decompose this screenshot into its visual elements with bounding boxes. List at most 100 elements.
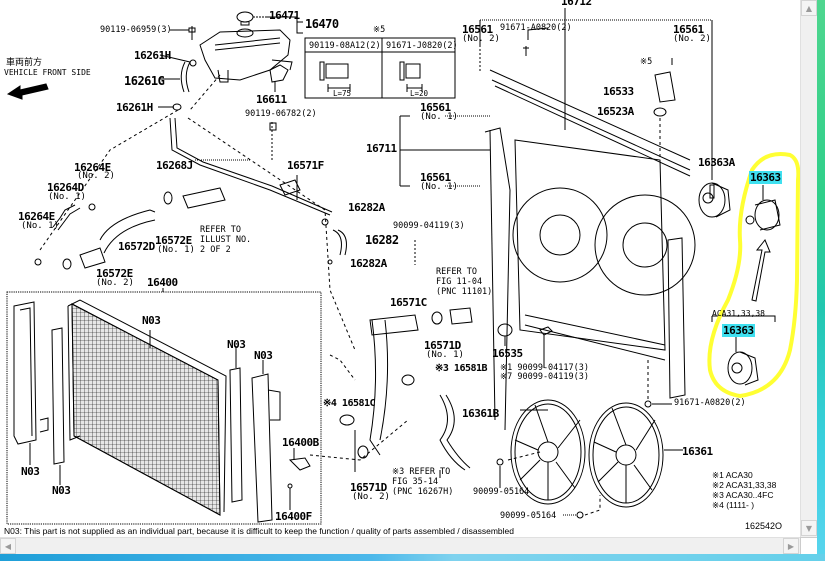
horizontal-scrollbar[interactable]: ◀ ▶ xyxy=(0,537,800,555)
part-16572D[interactable]: 16572D xyxy=(118,240,155,253)
cooling-fan-16361B xyxy=(510,399,586,505)
part-90099-05164-b[interactable]: 90099-05164 xyxy=(500,511,557,521)
part-16470[interactable]: 16470 xyxy=(305,17,339,31)
inset-col1-dim: L=75 xyxy=(333,89,352,98)
legend-item: ※1 ACA30 xyxy=(712,470,753,480)
part-16611[interactable]: 16611 xyxy=(256,93,287,106)
vehicle-front-label: VEHICLE FRONT SIDE xyxy=(4,68,91,77)
part-16264E-no2-sub: (No. 2) xyxy=(77,171,115,181)
part-16561-no1-top[interactable]: 16561 xyxy=(420,101,451,114)
cooling-fan-16361 xyxy=(588,402,664,508)
part-16571D-no1[interactable]: 16571D xyxy=(424,339,461,352)
part-90099-04119-top[interactable]: 90099-04119(3) xyxy=(393,221,465,231)
scroll-up-icon: ▲ xyxy=(805,3,813,13)
part-16363-upper-label: 16363 xyxy=(749,171,782,184)
part-90099-04119-bottom[interactable]: ※7 90099-04119(3) xyxy=(500,372,590,382)
part-16264E-no2[interactable]: 16264E xyxy=(74,161,111,174)
part-16571D-no2[interactable]: 16571D xyxy=(350,481,387,494)
part-16572E-no2-sub: (No. 2) xyxy=(96,278,134,288)
part-16561-no1-top-sub: (No. 1) xyxy=(420,112,458,122)
window-frame-right xyxy=(817,0,825,561)
inset-mark: ※5 xyxy=(373,25,386,35)
part-16523A[interactable]: 16523A xyxy=(597,105,634,118)
variant-legend: ※1 ACA30 ※2 ACA31,33,38 ※3 ACA30..4FC ※4… xyxy=(712,470,776,510)
part-16561-no2-left[interactable]: 16561 xyxy=(462,23,493,36)
refer-to-fig-11-04[interactable]: REFER TO FIG 11-04 (PNC 11101) xyxy=(436,267,493,297)
part-16282[interactable]: 16282 xyxy=(365,233,399,247)
refer-to-illust[interactable]: REFER TO ILLUST NO. 2 OF 2 xyxy=(200,225,252,255)
part-16561-no1-bottom[interactable]: 16561 xyxy=(420,171,451,184)
refer-fig35-line1: ※3 REFER TO xyxy=(392,467,451,477)
part-16571F[interactable]: 16571F xyxy=(287,159,324,172)
part-16363-lower[interactable]: 16363 xyxy=(722,324,755,337)
scroll-left-button[interactable]: ◀ xyxy=(0,538,16,554)
part-n03-seal-right[interactable]: N03 xyxy=(227,338,246,351)
reservoir-tank xyxy=(199,11,293,83)
part-90119-06959[interactable]: 90119-06959(3) xyxy=(100,25,172,35)
part-16711[interactable]: 16711 xyxy=(366,142,397,155)
yellow-highlight-circle xyxy=(707,152,800,399)
part-16572E-no2[interactable]: 16572E xyxy=(96,267,133,280)
part-16261H-upper[interactable]: 16261H xyxy=(134,49,171,62)
part-16363A[interactable]: 16363A xyxy=(698,156,735,169)
figure-id: 162542O xyxy=(745,521,783,531)
refer-illus-line2: ILLUST NO. xyxy=(200,234,252,245)
part-90099-04117[interactable]: ※1 90099-04117(3) xyxy=(500,363,590,373)
part-16533[interactable]: 16533 xyxy=(603,85,634,98)
refer-fig11-line3: (PNC 11101) xyxy=(436,286,493,297)
scroll-up-button[interactable]: ▲ xyxy=(801,0,817,16)
part-n03-core[interactable]: N03 xyxy=(142,314,161,327)
part-n03-seal-left[interactable]: N03 xyxy=(52,484,71,497)
radiator-core xyxy=(67,299,227,516)
inset-col1-part[interactable]: 90119-08A12(2) xyxy=(309,41,381,51)
part-16264E-no1[interactable]: 16264E xyxy=(18,210,55,223)
part-16261G[interactable]: 16261G xyxy=(124,74,165,88)
part-90099-05164-a[interactable]: 90099-05164 xyxy=(473,487,530,497)
part-16571C[interactable]: 16571C xyxy=(390,296,427,309)
part-n03-tank-right[interactable]: N03 xyxy=(254,349,273,362)
fan-motor-16363-upper xyxy=(745,185,781,231)
scroll-right-button[interactable]: ▶ xyxy=(783,538,799,554)
legend-item: ※4 (1111- ) xyxy=(712,500,755,510)
part-16471[interactable]: 16471 xyxy=(269,9,300,22)
refer-to-fig-35-14[interactable]: ※3 REFER TO FIG 35-14 (PNC 16267H) xyxy=(392,467,453,497)
legend-item: ※3 ACA30..4FC xyxy=(712,490,774,500)
part-16581C[interactable]: ※4 16581C xyxy=(323,398,376,409)
part-91671-A0820-bottom[interactable]: 91671-A0820(2) xyxy=(674,398,746,408)
part-16561-no1-bottom-sub: (No. 1) xyxy=(420,182,458,192)
parts-diagram-viewport[interactable]: 車両前方 VEHICLE FRONT SIDE 16471 16470 9011… xyxy=(0,0,800,537)
n03-footnote: N03: This part is not supplied as an ind… xyxy=(4,526,514,536)
radiator-assembly-box xyxy=(6,291,322,525)
vehicle-front-jp-label: 車両前方 xyxy=(6,58,43,68)
part-16400[interactable]: 16400 xyxy=(147,276,178,289)
scroll-down-button[interactable]: ▼ xyxy=(801,520,817,536)
part-16361[interactable]: 16361 xyxy=(682,445,713,458)
inset-col2-dim: L=20 xyxy=(410,89,429,98)
part-16561-no2-right[interactable]: 16561 xyxy=(673,23,704,36)
part-16268J[interactable]: 16268J xyxy=(156,159,193,172)
fan-shroud xyxy=(484,127,696,431)
part-16282A-upper[interactable]: 16282A xyxy=(348,201,385,214)
part-16363-upper[interactable]: 16363 xyxy=(749,171,782,184)
part-16712[interactable]: 16712 xyxy=(561,0,592,8)
part-16581B[interactable]: ※3 16581B xyxy=(435,363,488,374)
part-16264D[interactable]: 16264D xyxy=(47,181,84,194)
refer-illus-line1: REFER TO xyxy=(200,225,241,235)
part-16535[interactable]: 16535 xyxy=(492,347,523,360)
part-16261H-lower[interactable]: 16261H xyxy=(116,101,153,114)
part-16400B[interactable]: 16400B xyxy=(282,436,319,449)
part-n03-tank-left[interactable]: N03 xyxy=(21,465,40,478)
part-90119-06782[interactable]: 90119-06782(2) xyxy=(245,109,317,119)
vertical-scrollbar[interactable]: ▲ ▼ xyxy=(800,0,818,537)
scroll-down-icon: ▼ xyxy=(805,523,813,533)
part-16361B[interactable]: 16361B xyxy=(462,407,499,420)
part-16400F[interactable]: 16400F xyxy=(275,510,312,523)
fan-motor-16363A xyxy=(698,182,731,218)
part-91671-A0820-top[interactable]: 91671-A0820(2) xyxy=(500,23,572,33)
part-16572E-no1-sub: (No. 1) xyxy=(157,245,195,255)
legend-item: ※2 ACA31,33,38 xyxy=(712,480,777,490)
inset-col2-part[interactable]: 91671-J0820(2) xyxy=(386,41,458,51)
part-16572E-no1[interactable]: 16572E xyxy=(155,234,192,247)
part-16561-no2-right-sub: (No. 2) xyxy=(673,34,711,44)
part-16282A-lower[interactable]: 16282A xyxy=(350,257,387,270)
